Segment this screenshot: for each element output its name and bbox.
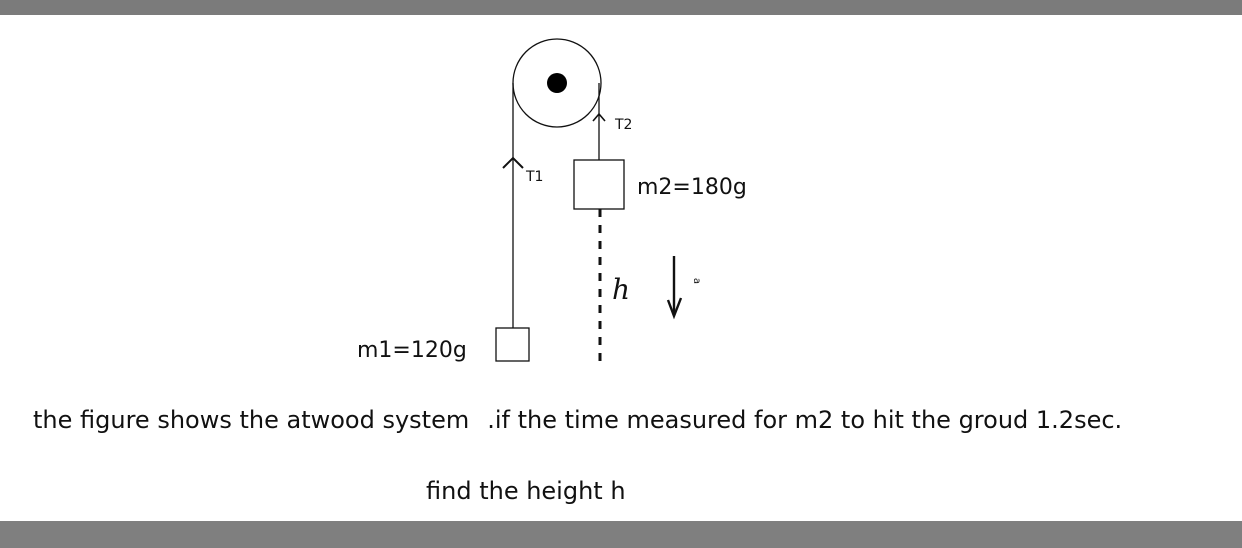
bottom-border xyxy=(0,521,1242,548)
acceleration-arrow-head xyxy=(666,297,683,320)
question-part2: .if the time measured for m2 to hit the … xyxy=(487,406,1123,434)
height-label: h xyxy=(612,273,631,306)
tension-left-label: T1 xyxy=(526,169,544,185)
mass-left-block xyxy=(495,327,530,362)
mass-right-block xyxy=(573,159,625,210)
question-part1: the figure shows the atwood system xyxy=(33,406,470,434)
mass-right-label: m2=180g xyxy=(637,175,747,200)
mass-left-label: m1=120g xyxy=(357,338,467,363)
pulley-axle xyxy=(547,73,567,93)
question-text: the figure shows the atwood system .if th… xyxy=(33,406,1122,434)
acceleration-label: a xyxy=(691,277,703,285)
top-border xyxy=(0,0,1242,15)
tension-right-arrow xyxy=(592,112,606,122)
tension-right-label: T2 xyxy=(615,117,633,133)
question-line2: find the height h xyxy=(426,477,626,505)
tension-left-arrow xyxy=(502,156,524,169)
